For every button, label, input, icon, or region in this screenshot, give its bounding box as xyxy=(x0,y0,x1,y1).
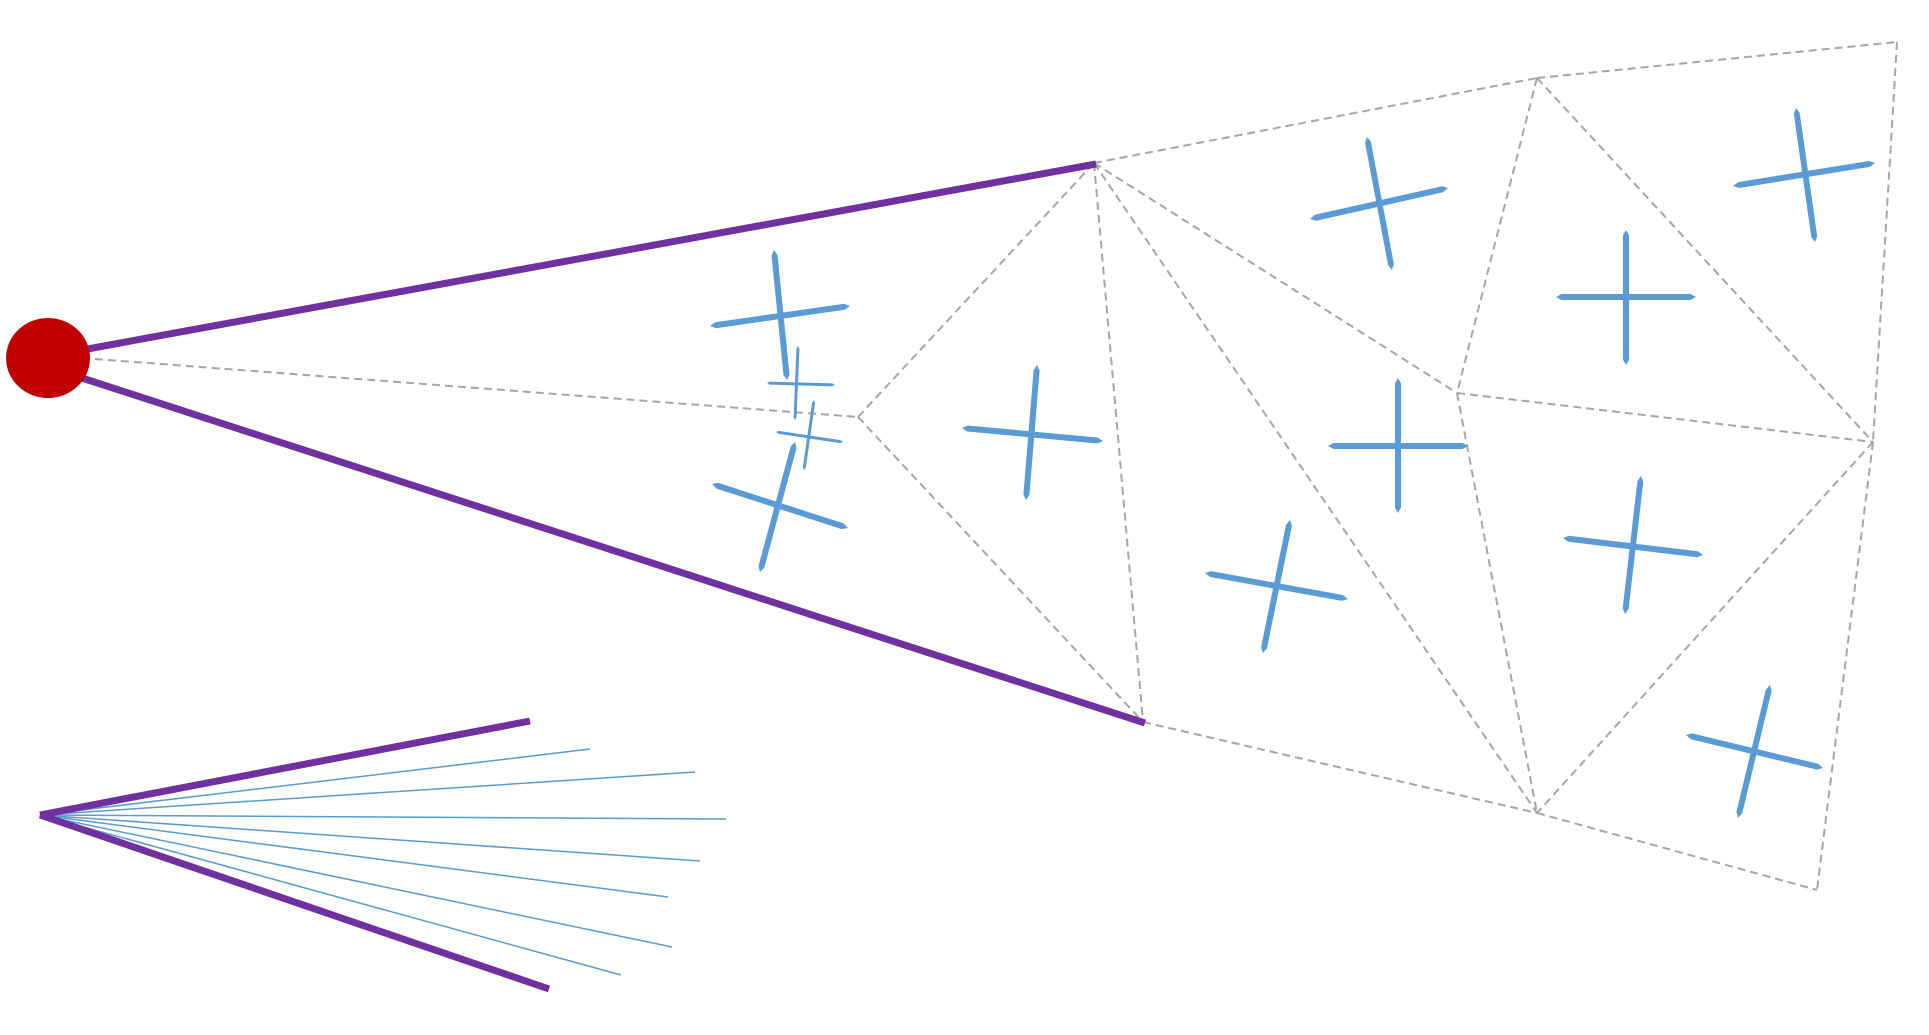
mesh-edge xyxy=(1456,77,1538,394)
cross-marker-icon xyxy=(1563,476,1703,614)
mesh-edge xyxy=(1093,162,1458,394)
mesh-edge xyxy=(1456,392,1874,443)
cross-marker-stroke xyxy=(1205,571,1348,601)
mesh-edge xyxy=(1093,162,1538,814)
mesh-edge xyxy=(1142,721,1538,814)
visibility-wedge xyxy=(80,160,1147,727)
mesh-edge xyxy=(1536,41,1898,79)
cross-marker-icon xyxy=(712,442,848,572)
cross-marker-icon xyxy=(1310,137,1448,270)
cross-marker-stroke xyxy=(1556,294,1696,300)
mesh-edge xyxy=(1456,392,1538,814)
cross-marker-icon xyxy=(776,400,843,470)
cross-marker-stroke xyxy=(1310,186,1448,221)
mesh-edge xyxy=(1093,77,1538,164)
inset-ray xyxy=(39,814,669,898)
wedge-upper-boundary xyxy=(81,160,1097,354)
inset-rays xyxy=(39,748,727,976)
cross-marker-icon xyxy=(767,346,835,420)
inset-ray xyxy=(39,814,701,862)
cross-marker-icon xyxy=(1556,230,1696,365)
cross-markers xyxy=(710,108,1875,818)
cross-marker-icon xyxy=(1205,520,1348,653)
cross-marker-icon xyxy=(1686,685,1823,818)
agent-red-dot-icon xyxy=(6,318,90,398)
mesh-edge xyxy=(1536,441,1874,814)
inset-lower-boundary xyxy=(38,811,551,993)
mesh-edge xyxy=(1536,77,1874,443)
mesh-edge xyxy=(857,416,1144,723)
cross-marker-icon xyxy=(710,250,850,380)
cross-marker-stroke xyxy=(962,425,1103,444)
wedge-lower-boundary xyxy=(80,374,1147,727)
cross-marker-icon xyxy=(1328,378,1468,513)
mesh-edge xyxy=(1872,41,1898,443)
mesh-edge xyxy=(857,162,1095,418)
cross-marker-stroke xyxy=(712,482,848,530)
mesh-edge xyxy=(1093,162,1144,723)
inset-ray xyxy=(39,814,673,948)
cross-marker-icon xyxy=(1733,108,1875,242)
cross-marker-stroke xyxy=(767,381,835,387)
cross-marker-stroke xyxy=(1563,535,1703,558)
cross-marker-stroke xyxy=(802,400,816,470)
inset-ray xyxy=(39,814,727,820)
mesh-edge xyxy=(1816,441,1874,891)
mesh-edge xyxy=(1536,812,1818,891)
mesh-edges xyxy=(81,41,1898,891)
cross-marker-stroke xyxy=(710,303,850,329)
cross-marker-icon xyxy=(962,365,1103,500)
inset-ray xyxy=(39,771,696,816)
inset-ray-fan xyxy=(38,717,727,993)
cross-marker-stroke xyxy=(1328,443,1468,449)
inset-ray xyxy=(39,814,622,976)
inset-upper-boundary xyxy=(39,717,531,819)
inset-ray xyxy=(39,748,591,816)
cross-marker-stroke xyxy=(776,430,843,444)
cross-marker-stroke xyxy=(1733,161,1875,188)
cross-marker-stroke xyxy=(1686,733,1823,770)
